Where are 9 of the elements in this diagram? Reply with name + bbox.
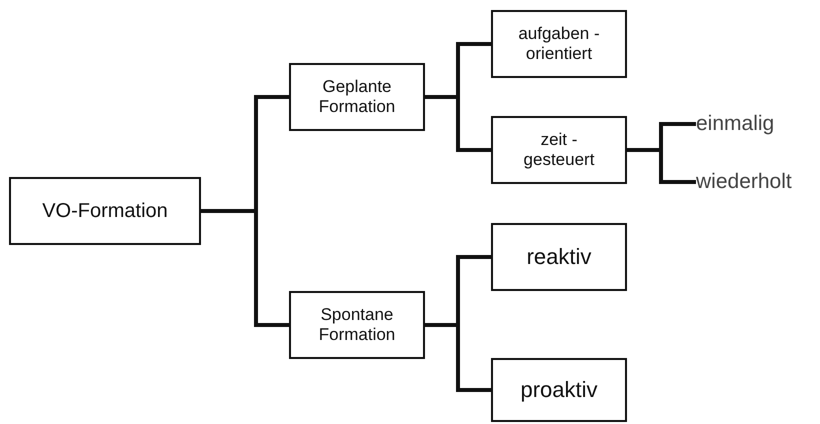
process-box: Geplante Formation — [289, 63, 425, 131]
branch-label: einmalig — [696, 112, 774, 136]
branch-label: wiederholt — [696, 170, 792, 194]
process-box: aufgaben - orientiert — [491, 10, 627, 78]
process-box: Spontane Formation — [289, 291, 425, 359]
process-box: zeit - gesteuert — [491, 116, 627, 184]
process-box: proaktiv — [491, 358, 627, 422]
process-box: VO-Formation — [9, 177, 201, 245]
process-box: reaktiv — [491, 223, 627, 291]
